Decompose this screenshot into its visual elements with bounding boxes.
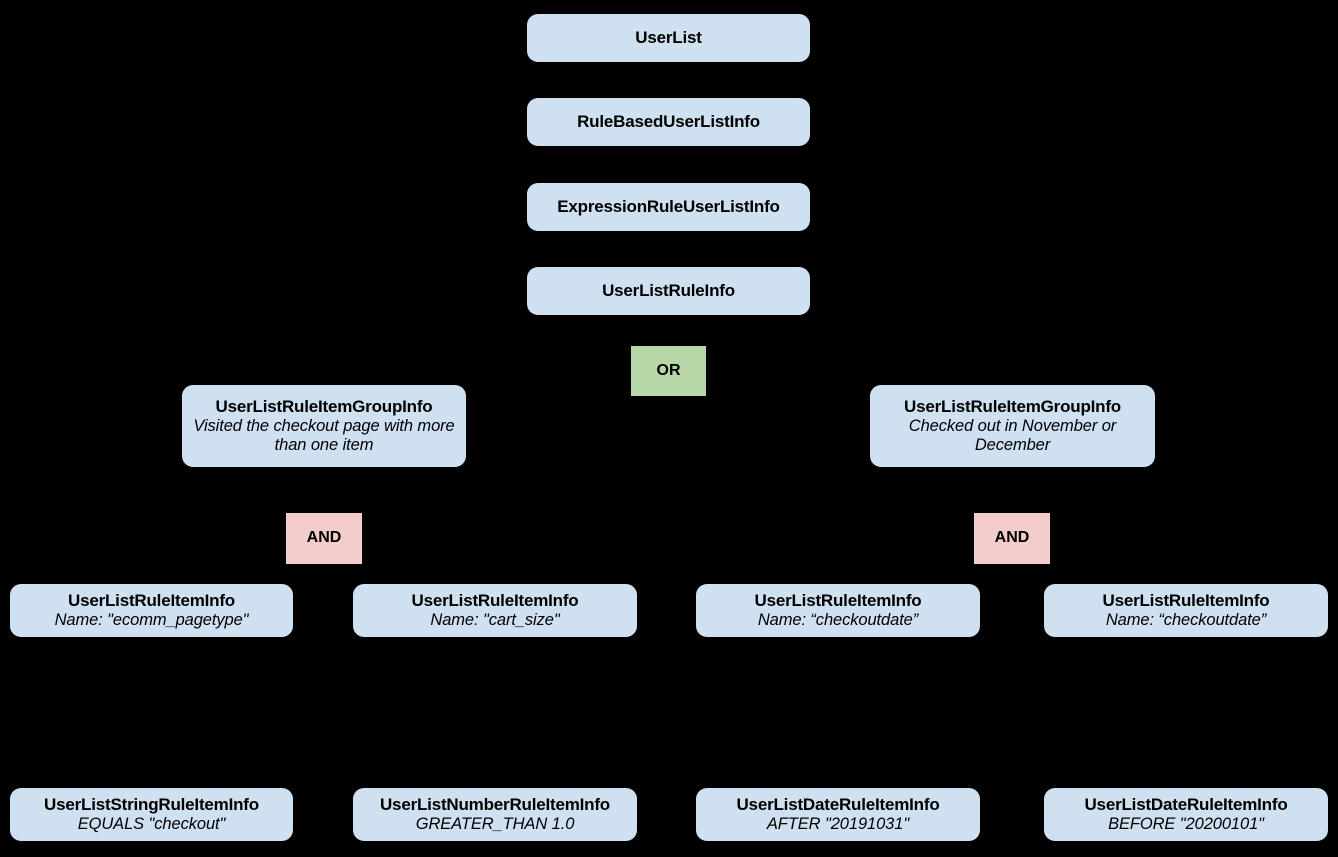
node-detail: EQUALS "checkout" [77,814,226,833]
arrowhead [1181,778,1191,788]
node-title: UserListRuleItemInfo [1102,590,1270,610]
node-detail: Name: "cart_size" [430,610,560,629]
arrowhead [663,88,673,98]
arrowhead [1007,503,1017,513]
node-rulebaseduserlistinfo[interactable]: RuleBasedUserListInfo [527,98,810,146]
node-leaf-date-after[interactable]: UserListDateRuleItemInfo AFTER "20191031… [696,788,980,841]
arrowhead [833,574,843,584]
node-detail: Name: “checkoutdate” [1105,610,1267,629]
node-ruleitem-checkoutdate-after[interactable]: UserListRuleItemInfo Name: “checkoutdate… [696,584,980,637]
node-title: UserListDateRuleItemInfo [1084,794,1288,814]
operator-label: AND [306,529,342,547]
operator-label: AND [994,529,1030,547]
node-group-left[interactable]: UserListRuleItemGroupInfo Visited the ch… [182,385,466,467]
arrowhead [1181,574,1191,584]
node-leaf-number-greater-than[interactable]: UserListNumberRuleItemInfo GREATER_THAN … [353,788,637,841]
node-leaf-string-equals-checkout[interactable]: UserListStringRuleItemInfo EQUALS "check… [10,788,293,841]
arrowhead [663,336,673,346]
node-title: UserListDateRuleItemInfo [736,794,940,814]
node-and-operator-left[interactable]: AND [286,513,362,564]
edge-or-group-right [700,370,1007,386]
edge-and-left-item2 [347,563,496,585]
arrowhead [319,503,329,513]
arrowhead [490,574,500,584]
node-title: UserListRuleInfo [602,280,735,300]
node-detail: Name: "ecomm_pagetype" [54,610,249,629]
node-or-operator[interactable]: OR [631,346,706,396]
node-title: RuleBasedUserListInfo [577,111,760,131]
node-detail: BEFORE "20200101" [1108,814,1264,833]
node-ruleitem-checkoutdate-before[interactable]: UserListRuleItemInfo Name: “checkoutdate… [1044,584,1328,637]
edge-and-right-item4 [1035,563,1187,585]
node-title: UserList [635,27,702,47]
operator-label: OR [656,361,681,379]
node-ruleitem-cart-size[interactable]: UserListRuleItemInfo Name: "cart_size" [353,584,637,637]
edge-and-right-item3 [837,563,989,585]
node-userlist[interactable]: UserList [527,14,810,62]
node-title: UserListRuleItemInfo [68,590,235,610]
node-title: UserListStringRuleItemInfo [44,794,259,814]
node-title: UserListRuleItemGroupInfo [215,396,433,416]
node-title: UserListRuleItemInfo [411,590,579,610]
node-expressionruleuserlistinfo[interactable]: ExpressionRuleUserListInfo [527,183,810,231]
node-title: UserListRuleItemGroupInfo [904,396,1121,416]
node-and-operator-right[interactable]: AND [974,513,1050,564]
arrowhead [146,778,156,788]
edge-and-left-item1 [150,563,301,585]
arrowhead [663,173,673,183]
node-title: UserListRuleItemInfo [754,590,922,610]
node-group-right[interactable]: UserListRuleItemGroupInfo Checked out in… [870,385,1155,467]
arrowhead [663,257,673,267]
node-detail: GREATER_THAN 1.0 [415,814,575,833]
node-leaf-date-before[interactable]: UserListDateRuleItemInfo BEFORE "2020010… [1044,788,1328,841]
node-title: UserListNumberRuleItemInfo [379,794,610,814]
edge-or-group-left [329,370,640,386]
arrowhead [146,574,156,584]
node-ruleitem-ecomm-pagetype[interactable]: UserListRuleItemInfo Name: "ecomm_pagety… [10,584,293,637]
node-detail: Name: “checkoutdate” [757,610,919,629]
arrowhead [833,778,843,788]
node-detail: Checked out in November or December [908,416,1117,455]
node-detail: Visited the checkout page with more than… [193,416,455,455]
node-userlistruleinfo[interactable]: UserListRuleInfo [527,267,810,315]
arrowhead [490,778,500,788]
node-detail: AFTER "20191031" [766,814,910,833]
node-title: ExpressionRuleUserListInfo [557,196,780,216]
